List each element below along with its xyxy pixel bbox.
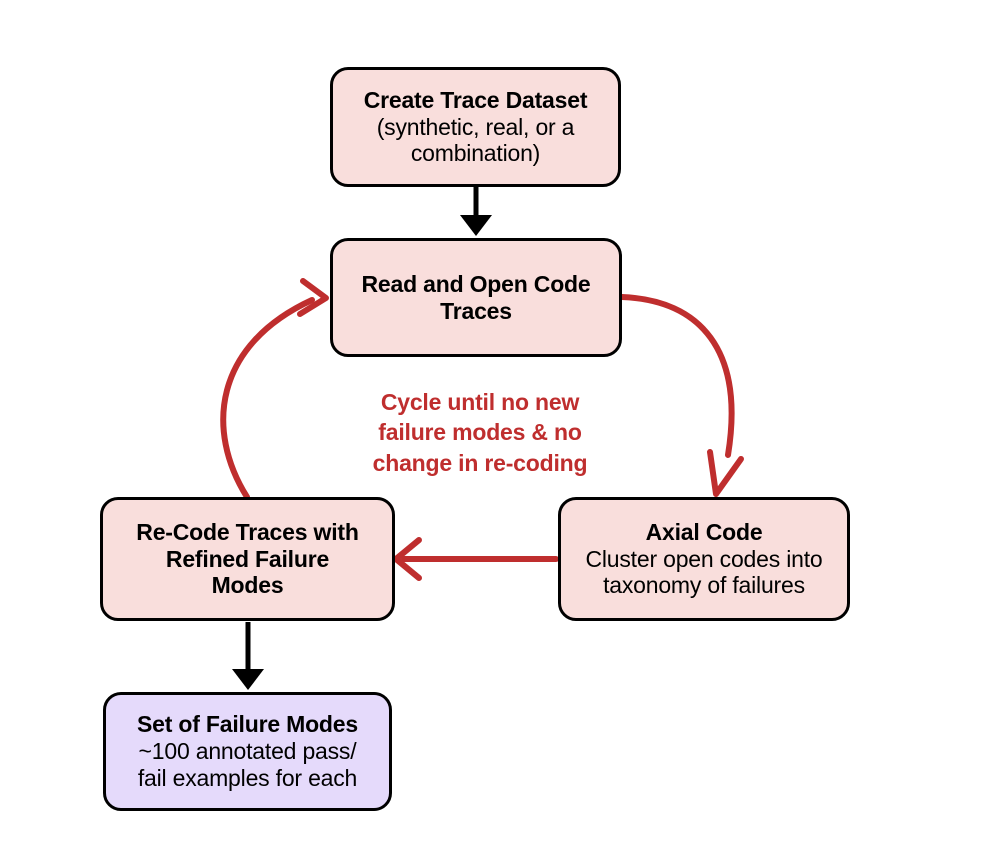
cycle-annotation-line3: change in re-coding xyxy=(372,449,588,476)
node-subtitle-line2: combination) xyxy=(410,140,541,167)
edge-read-to-axial xyxy=(619,294,744,497)
node-subtitle-line1: ~100 annotated pass/ xyxy=(138,738,357,765)
node-subtitle-line1: Cluster open codes into xyxy=(585,545,823,572)
node-subtitle-line2: taxonomy of failures xyxy=(603,572,805,599)
node-axial-code[interactable]: Axial Code Cluster open codes into taxon… xyxy=(558,497,850,621)
node-subtitle-line2: fail examples for each xyxy=(137,764,358,791)
cycle-annotation-line2: failure modes & no xyxy=(378,419,582,446)
edge-create-to-read xyxy=(460,187,492,236)
cycle-annotation: Cycle until no new failure modes & no ch… xyxy=(333,387,627,478)
node-title: Axial Code xyxy=(645,518,763,545)
node-title-line2: Traces xyxy=(440,297,512,324)
node-title-line1: Re-Code Traces with xyxy=(136,518,359,545)
edge-axial-to-recode xyxy=(393,537,559,581)
node-title-line1: Read and Open Code xyxy=(361,270,591,297)
node-read-and-open-code-traces[interactable]: Read and Open Code Traces xyxy=(330,238,622,357)
node-set-of-failure-modes[interactable]: Set of Failure Modes ~100 annotated pass… xyxy=(103,692,392,811)
cycle-annotation-line1: Cycle until no new xyxy=(380,389,580,415)
node-title-line2: Refined Failure xyxy=(165,545,330,572)
node-subtitle-line1: (synthetic, real, or a xyxy=(376,113,575,140)
edge-recode-to-set xyxy=(232,622,264,690)
node-create-trace-dataset[interactable]: Create Trace Dataset (synthetic, real, o… xyxy=(330,67,621,187)
node-title: Create Trace Dataset xyxy=(363,86,588,113)
node-title-line3: Modes xyxy=(211,572,284,599)
node-title: Set of Failure Modes xyxy=(137,711,358,738)
edge-recode-to-read xyxy=(220,278,329,500)
node-re-code-traces[interactable]: Re-Code Traces with Refined Failure Mode… xyxy=(100,497,395,621)
